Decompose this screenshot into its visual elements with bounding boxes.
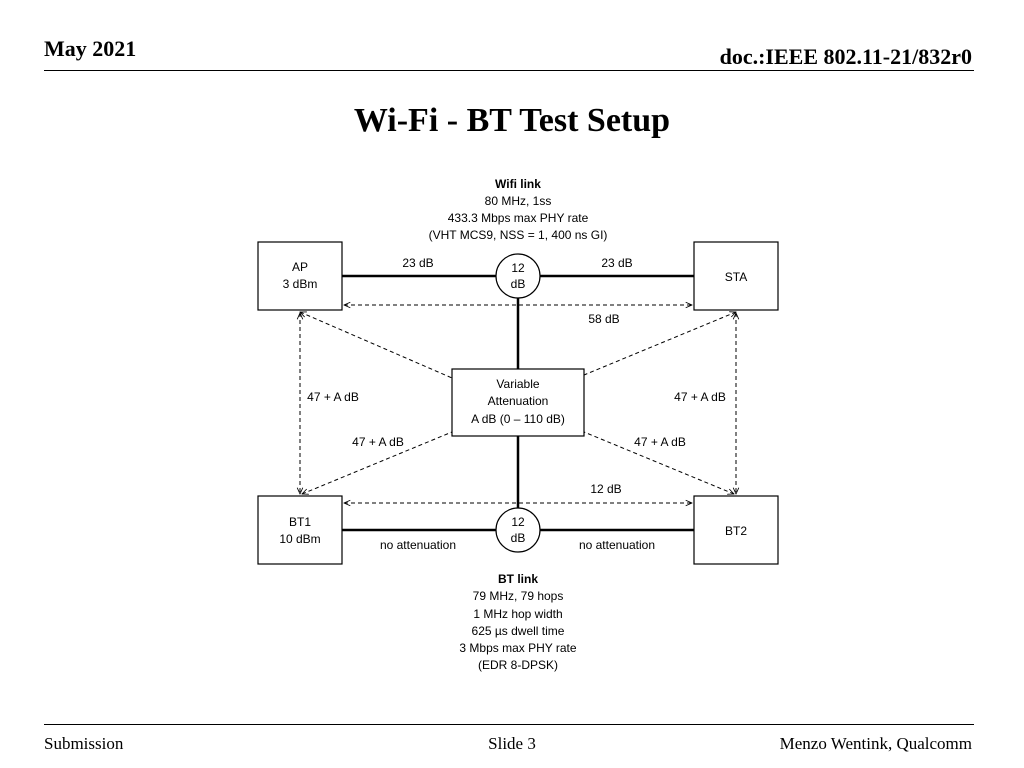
label-bt1-bt2-path: 12 dB	[590, 482, 621, 496]
header-date: May 2021	[44, 36, 137, 61]
header-rule	[44, 70, 974, 71]
label-ap-bt2-diagonal: 47 + A dB	[352, 435, 404, 449]
slide-title: Wi-Fi - BT Test Setup	[353, 102, 671, 139]
bt1-box	[257, 495, 343, 565]
top-splitter-value: 12	[511, 261, 525, 275]
bottom-splitter-value: 12	[511, 515, 525, 529]
bt2-attenuator-path	[583, 431, 734, 494]
bt1-power: 10 dBm	[279, 532, 320, 546]
variable-attenuation-line: Variable	[496, 377, 539, 391]
footer-author: Menzo Wentink, Qualcomm	[779, 734, 972, 753]
wifi-link-line: (VHT MCS9, NSS = 1, 400 ns GI)	[429, 228, 608, 242]
label-sta-bt2-path: 47 + A dB	[674, 390, 726, 404]
label-ap-sta-path: 58 dB	[588, 312, 619, 326]
bt-link-line: 3 Mbps max PHY rate	[459, 641, 576, 655]
variable-attenuation-box	[451, 368, 585, 437]
bottom-splitter-unit: dB	[511, 531, 526, 545]
label-ap-to-splitter: 23 dB	[402, 256, 433, 270]
ap-name: AP	[292, 260, 308, 274]
ap-power: 3 dBm	[283, 277, 318, 291]
label-splitter-to-bt2: no attenuation	[579, 538, 655, 552]
bt-link-line: 625 µs dwell time	[472, 624, 565, 638]
variable-attenuation-line: Attenuation	[488, 394, 549, 408]
sta-box	[693, 241, 779, 311]
bt2-name: BT2	[725, 524, 747, 538]
variable-attenuation-range: A dB (0 – 110 dB)	[471, 412, 565, 426]
top-splitter	[495, 253, 541, 299]
bt2-box	[693, 495, 779, 565]
footer-rule	[44, 724, 974, 725]
ap-box	[257, 241, 343, 311]
label-sta-bt1-diagonal: 47 + A dB	[634, 435, 686, 449]
bt-link-line: (EDR 8-DPSK)	[478, 658, 558, 672]
bt-link-line: 79 MHz, 79 hops	[473, 589, 564, 603]
bt1-name: BT1	[289, 515, 311, 529]
label-ap-bt1-path: 47 + A dB	[307, 390, 359, 404]
header-doc-id: doc.:IEEE 802.11-21/832r0	[719, 44, 972, 69]
bt-link-line: 1 MHz hop width	[473, 607, 562, 621]
bottom-splitter	[495, 507, 541, 553]
top-splitter-unit: dB	[511, 277, 526, 291]
ap-attenuator-path	[300, 312, 453, 379]
wifi-link-line: 80 MHz, 1ss	[485, 194, 552, 208]
footer-slide-number: Slide 3	[488, 734, 536, 753]
wifi-link-line: 433.3 Mbps max PHY rate	[448, 211, 589, 225]
sta-name: STA	[725, 270, 747, 284]
footer-submission: Submission	[44, 734, 124, 753]
label-splitter-to-sta: 23 dB	[601, 256, 632, 270]
bt1-attenuator-path	[302, 431, 453, 494]
wifi-link-title: Wifi link	[495, 177, 541, 191]
bt-link-title: BT link	[498, 572, 538, 586]
label-bt1-to-splitter: no attenuation	[380, 538, 456, 552]
